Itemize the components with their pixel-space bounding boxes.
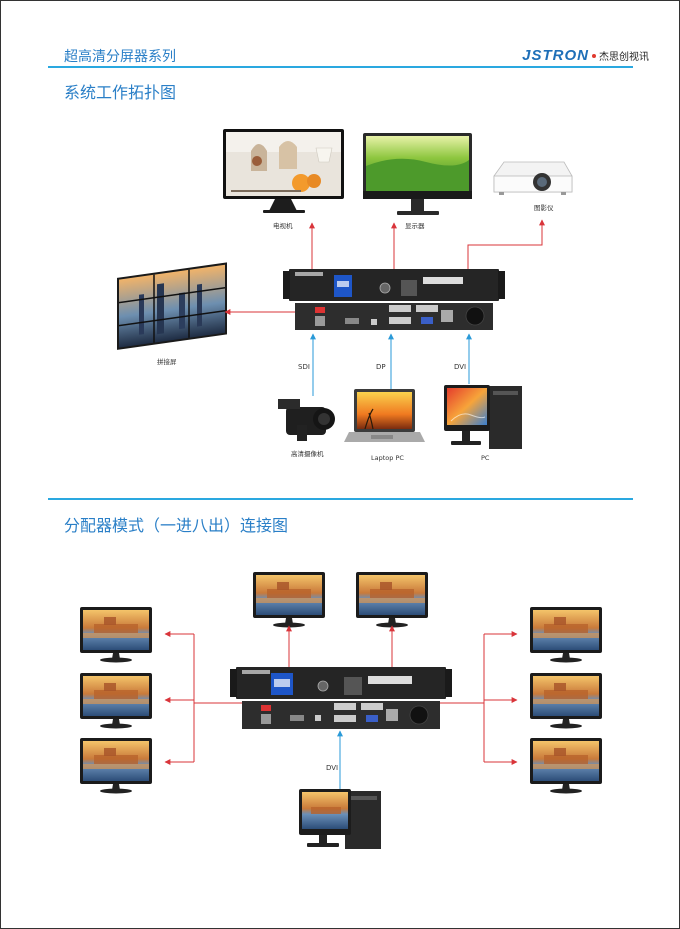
monitor-graphic [363, 133, 472, 215]
brand-logo: JSTRON [522, 47, 589, 64]
monitor-right-1 [530, 607, 602, 663]
pc-source-graphic [299, 789, 381, 849]
video-wall-label: 拼接屏 [157, 358, 177, 366]
tv-label: 电视机 [273, 222, 293, 230]
monitor-left-2 [80, 673, 152, 729]
brand: JSTRON 杰思创视讯 [522, 47, 649, 64]
dp-label: DP [376, 363, 386, 371]
monitor-top-right [356, 572, 428, 628]
monitor-right-3 [530, 738, 602, 794]
pc-label: PC [481, 454, 490, 462]
monitor-top-left [253, 572, 325, 628]
section1-title: 系统工作拓扑图 [64, 83, 177, 102]
sdi-label: SDI [298, 363, 310, 371]
series-title: 超高清分屏器系列 [64, 49, 176, 65]
header-divider [48, 66, 633, 68]
brand-dot-icon [592, 53, 596, 58]
camera-graphic [278, 399, 335, 441]
dvi-label: DVI [454, 363, 467, 371]
splitter-device-1 [283, 269, 505, 330]
section-divider [48, 498, 633, 500]
monitor-right-2 [530, 673, 602, 729]
projector-graphic [493, 161, 573, 195]
section2-title: 分配器模式（一进八出）连接图 [64, 516, 289, 535]
splitter-device-2 [230, 667, 452, 729]
monitor-label: 显示器 [405, 222, 425, 230]
camera-label: 高清摄像机 [291, 450, 324, 458]
pc-graphic [444, 385, 522, 449]
monitor-left-1 [80, 607, 152, 663]
projector-label: 图影仪 [534, 204, 554, 212]
laptop-label: Laptop PC [371, 454, 404, 462]
monitor-left-3 [80, 738, 152, 794]
laptop-graphic [344, 389, 425, 442]
dvi-label-2: DVI [326, 764, 339, 772]
tv-graphic [223, 129, 344, 213]
video-wall-graphic [117, 262, 227, 350]
brand-name: 杰思创视讯 [599, 52, 649, 63]
